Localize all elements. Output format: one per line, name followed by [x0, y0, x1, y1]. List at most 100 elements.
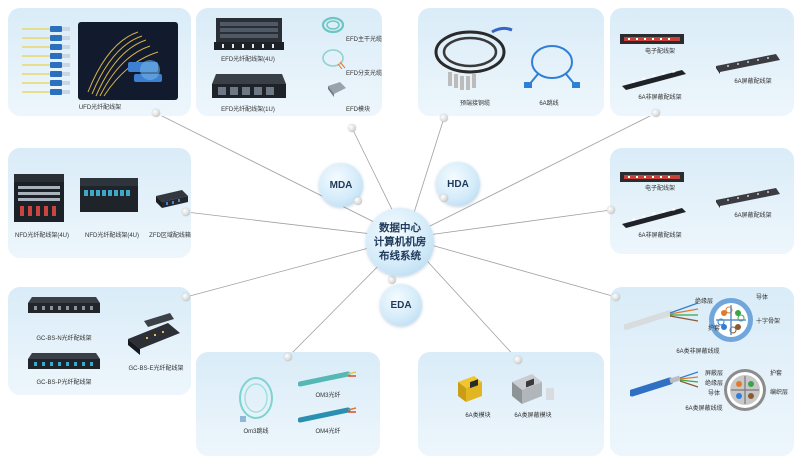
shielded-panel-image-mid	[716, 188, 780, 208]
gcbs-p-image	[28, 353, 100, 369]
panel-om: Om3跳线 OM3光纤 OM4光纤	[196, 352, 380, 456]
nfd-image-1	[14, 174, 64, 222]
node-modules	[514, 356, 522, 364]
panel-ufd: UFD光纤配线架	[8, 8, 191, 116]
panel-cables: 绝缘层 护套 导体 十字骨架 6A类非屏蔽线缆 屏蔽层 绝缘层 导体 护套 编织…	[610, 287, 794, 456]
label-om4: OM4光纤	[315, 429, 341, 435]
unshielded-cross-section-image	[709, 298, 753, 342]
bubble-eda: EDA	[380, 284, 422, 326]
node-patch-mid	[607, 206, 615, 214]
branch-cable-image	[322, 49, 346, 70]
panel-gcbs: GC-BS-N光纤配线架 GC-BS-E光纤配线架 GC-BS-P光纤配线架	[8, 287, 191, 395]
callout-conductor-2: 导体	[707, 391, 721, 397]
label-6a-module: 6A类模块	[465, 413, 491, 419]
center-hub: 数据中心 计算机机房 布线系统	[366, 208, 434, 276]
callout-jacket-1: 护套	[707, 326, 721, 332]
trunk-cable-image	[321, 16, 345, 34]
label-zfd: ZFD区域配线箱	[149, 233, 191, 239]
center-line-3: 布线系统	[379, 250, 421, 262]
callout-jacket-2: 护套	[770, 371, 783, 377]
label-efd-module: EFD模块	[346, 107, 371, 113]
callout-insulation-2: 绝缘层	[704, 381, 724, 387]
label-6a-jumper: 6A跳线	[539, 101, 559, 107]
unshielded-panel-image-mid	[622, 208, 686, 228]
label-gcbs-p: GC-BS-P光纤配线架	[36, 380, 92, 386]
label-shielded-mid: 6A屏蔽配线架	[734, 213, 772, 219]
electronic-panel-image-top	[620, 34, 684, 44]
node-mda	[354, 197, 362, 205]
eda-label: EDA	[390, 299, 412, 311]
callout-shield: 屏蔽层	[704, 371, 724, 377]
6a-shielded-module-image	[512, 374, 554, 404]
label-gcbs-e: GC-BS-E光纤配线架	[128, 366, 184, 372]
shielded-cross-section-image	[724, 369, 766, 411]
shielded-cable-image	[630, 371, 699, 397]
label-unshielded-mid: 6A非屏蔽配线架	[638, 233, 682, 239]
efd-1u-image	[212, 74, 286, 98]
label-nfd-2: NFD光纤配线架(4U)	[85, 233, 139, 239]
ufd-image	[78, 22, 178, 100]
hda-label: HDA	[447, 178, 469, 190]
preterm-cable-image	[434, 26, 513, 90]
label-efd-1u: EFD光纤配线架(1U)	[221, 107, 275, 113]
center-line-1: 数据中心	[379, 222, 421, 234]
node-om	[284, 353, 292, 361]
node-cables	[612, 293, 620, 301]
patch-cord-image	[524, 45, 580, 88]
6a-module-image	[458, 376, 482, 402]
node-nfd	[182, 208, 190, 216]
label-shielded-cable: 6A类屏蔽线缆	[685, 406, 723, 412]
line-cable	[405, 237, 617, 298]
panel-patch-mid: 电子配线架 6A非屏蔽配线架 6A屏蔽配线架	[610, 148, 794, 254]
label-efd-4u: EFD光纤配线架(4U)	[221, 57, 275, 63]
center-line-2: 计算机机房	[373, 236, 427, 248]
label-preterm: 预端接铜缆	[459, 101, 491, 107]
unshielded-cable-image	[624, 302, 699, 330]
callout-braid: 编织层	[770, 390, 789, 396]
label-gcbs-n: GC-BS-N光纤配线架	[36, 336, 92, 342]
label-electronic-top: 电子配线架	[644, 49, 676, 55]
node-ufd	[152, 109, 160, 117]
efd-module-image	[328, 82, 346, 97]
node-efd	[348, 124, 356, 132]
node-gcbs	[182, 293, 190, 301]
node-eda	[388, 276, 396, 284]
panel-copper: 预端接铜缆 6A跳线	[418, 8, 604, 116]
label-om3: OM3光纤	[315, 393, 341, 399]
mda-label: MDA	[329, 179, 353, 191]
label-om3-jumper: Om3跳线	[243, 429, 269, 435]
nfd-image-2	[80, 178, 138, 212]
label-efd-trunk: EFD主干光缆	[346, 37, 383, 43]
om3-fiber-image	[298, 371, 357, 387]
node-copper	[440, 114, 448, 122]
efd-4u-image	[214, 18, 284, 50]
callout-insulation-1: 绝缘层	[694, 299, 714, 305]
unshielded-panel-image-top	[622, 70, 686, 90]
gcbs-e-image	[128, 313, 180, 355]
shielded-panel-image-top	[716, 54, 780, 74]
zfd-image	[156, 190, 188, 208]
line-patch-top	[405, 112, 657, 239]
lc-connectors-image	[22, 26, 70, 95]
node-patch-top	[652, 109, 660, 117]
label-nfd-1: NFD光纤配线架(4U)	[15, 233, 69, 239]
label-unshielded-cable: 6A类非屏蔽线缆	[676, 349, 720, 355]
label-electronic-mid: 电子配线架	[644, 186, 676, 192]
node-hda	[440, 194, 448, 202]
label-efd-branch: EFD分支光缆	[346, 71, 383, 77]
panel-efd: EFD光纤配线架(4U) EFD光纤配线架(1U) EFD主干光缆 EFD分支光…	[196, 8, 382, 116]
electronic-panel-image-mid	[620, 172, 684, 182]
om4-fiber-image	[298, 407, 357, 423]
label-ufd: UFD光纤配线架	[78, 105, 122, 111]
panel-modules: 6A类模块 6A类屏蔽模块	[418, 352, 604, 456]
panel-patch-top: 电子配线架 6A非屏蔽配线架 6A屏蔽配线架	[610, 8, 794, 116]
label-unshielded-top: 6A非屏蔽配线架	[638, 95, 682, 101]
callout-conductor-1: 导体	[756, 295, 769, 301]
line-patch-mid	[405, 209, 612, 239]
label-shielded-top: 6A屏蔽配线架	[734, 79, 772, 85]
label-6a-shielded-module: 6A类屏蔽模块	[514, 413, 552, 419]
panel-nfd: NFD光纤配线架(4U) NFD光纤配线架(4U) ZFD区域配线箱	[8, 148, 191, 258]
om3-jumper-image	[239, 377, 273, 422]
line-ufd	[155, 112, 407, 239]
callout-cross-1: 十字骨架	[756, 319, 781, 325]
